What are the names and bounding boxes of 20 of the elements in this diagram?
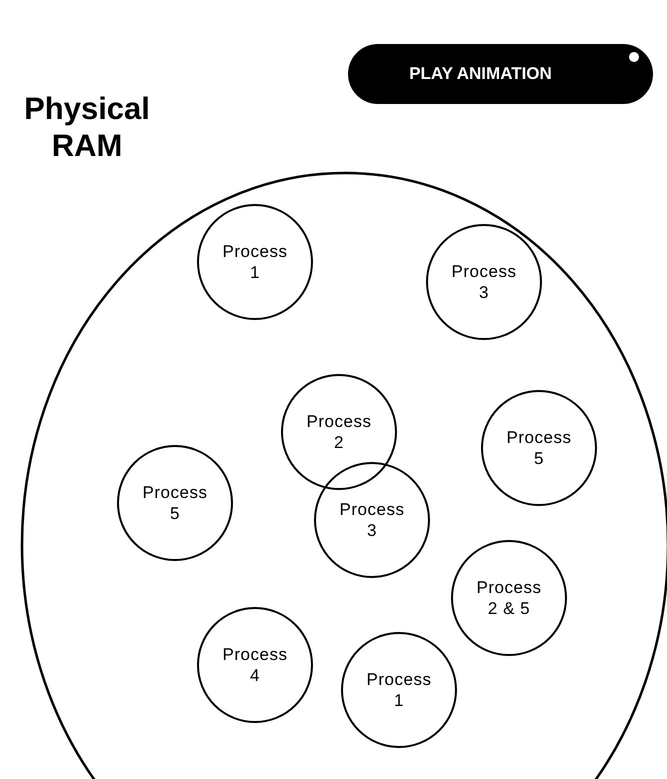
- process-circle: [197, 607, 313, 723]
- process-circle: [314, 462, 430, 578]
- process-label: Process 4: [222, 644, 288, 686]
- heading: Physical RAM: [23, 90, 151, 164]
- process-circle: [117, 445, 233, 561]
- process-label: Process 1: [366, 669, 432, 711]
- process-label: Process 5: [506, 427, 572, 469]
- process-label: Process 5: [142, 482, 208, 524]
- process-circle: [451, 540, 567, 656]
- process-circle: [481, 390, 597, 506]
- process-label: Process 1: [222, 241, 288, 283]
- process-circle: [426, 224, 542, 340]
- process-label: Process 3: [339, 499, 405, 541]
- process-label: Process 2 & 5: [476, 577, 542, 619]
- process-circle: [197, 204, 313, 320]
- process-label: Process 3: [451, 261, 517, 303]
- process-label: Process 2: [306, 411, 372, 453]
- process-circle: [281, 374, 397, 490]
- play-animation-button: PLAY ANIMATION: [348, 44, 653, 104]
- process-circle: [341, 632, 457, 748]
